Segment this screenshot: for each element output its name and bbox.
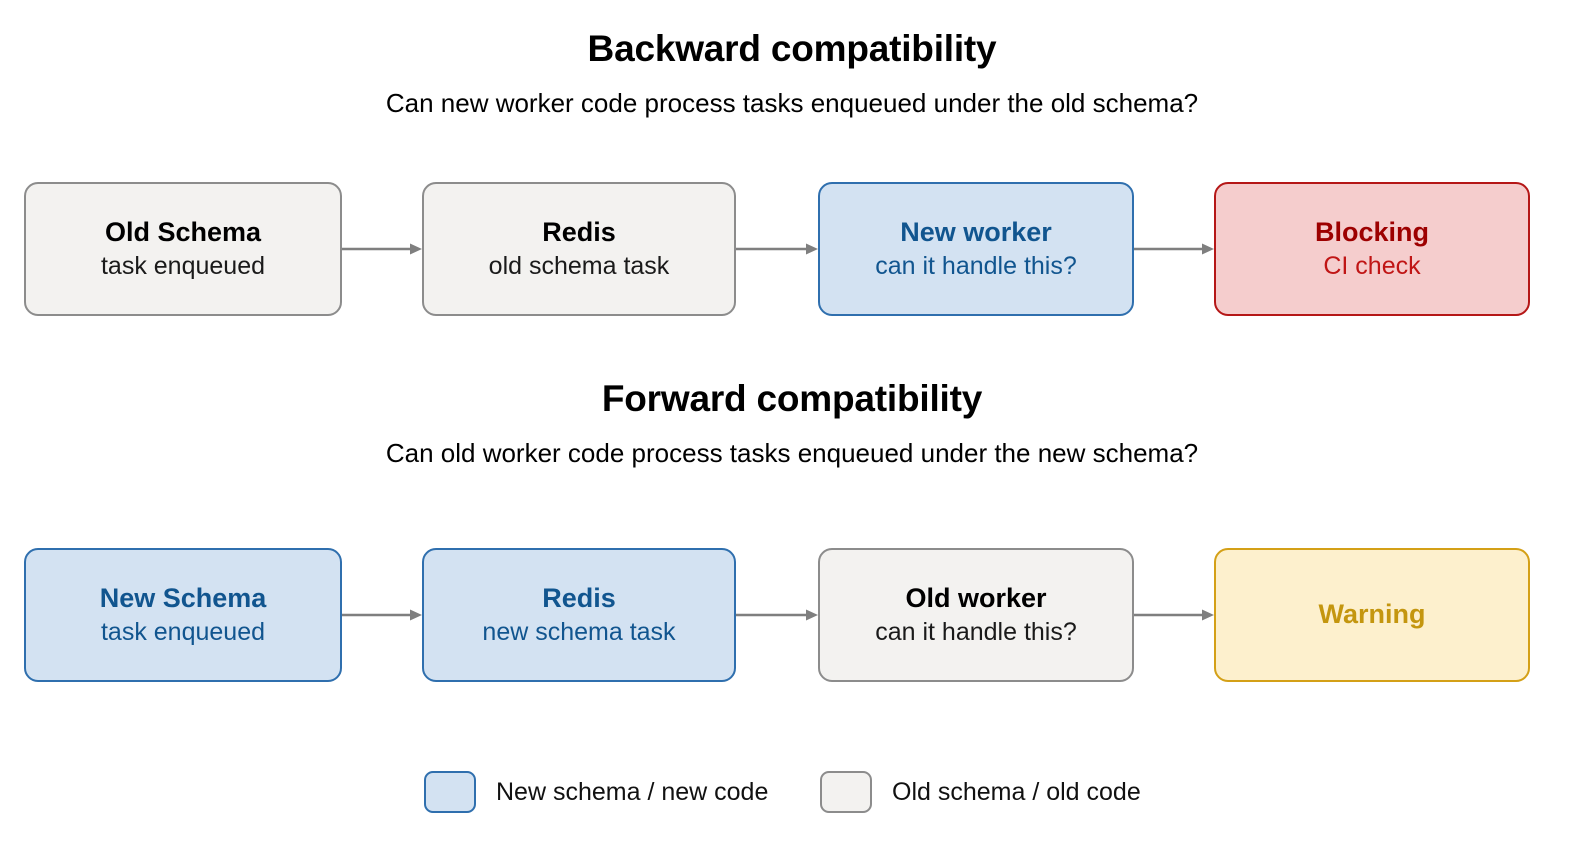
section-subtitle-backward: Can new worker code process tasks enqueu… [385,88,1199,118]
legend-swatch-blue [424,771,476,813]
section-subtitle-forward: Can old worker code process tasks enqueu… [385,438,1199,468]
node-title: Blocking [1314,216,1429,247]
legend-swatch-gray [820,771,872,813]
legend-label: New schema / new code [496,777,769,806]
node-title: New worker [900,216,1052,247]
node-warning[interactable]: Warning [1214,548,1530,682]
flow-row-forward: New Schema task enqueued Redis new schem… [0,548,1584,684]
node-title: Warning [1318,599,1426,630]
arrow-right-icon [1134,608,1214,622]
node-title: New Schema [99,582,267,613]
section-title-backward: Backward compatibility [587,28,997,69]
legend-item-old-schema: Old schema / old code [820,764,1141,820]
node-subtitle: new schema task [482,618,676,647]
node-subtitle: task enqueued [100,618,266,647]
node-subtitle: task enqueued [100,252,266,281]
arrow-right-icon [1134,242,1214,256]
arrow-right-icon [342,608,422,622]
arrow-right-icon [736,242,818,256]
node-redis-new[interactable]: Redis new schema task [422,548,736,682]
node-new-schema[interactable]: New Schema task enqueued [24,548,342,682]
node-old-schema[interactable]: Old Schema task enqueued [24,182,342,316]
node-title: Old worker [905,582,1047,613]
node-title: Redis [542,582,616,613]
node-title: Redis [542,216,616,247]
flow-row-backward: Old Schema task enqueued Redis old schem… [0,182,1584,318]
node-title: Old Schema [104,216,262,247]
legend-item-new-schema: New schema / new code [424,764,768,820]
legend: New schema / new code Old schema / old c… [0,764,1584,824]
node-subtitle: CI check [1323,252,1421,281]
arrow-right-icon [736,608,818,622]
arrow-right-icon [342,242,422,256]
legend-label: Old schema / old code [892,777,1141,806]
node-blocking-ci-check[interactable]: Blocking CI check [1214,182,1530,316]
node-subtitle: can it handle this? [875,252,1077,281]
node-subtitle: can it handle this? [875,618,1077,647]
node-subtitle: old schema task [488,252,670,281]
section-title-forward: Forward compatibility [601,378,983,419]
node-redis-old[interactable]: Redis old schema task [422,182,736,316]
node-old-worker[interactable]: Old worker can it handle this? [818,548,1134,682]
node-new-worker[interactable]: New worker can it handle this? [818,182,1134,316]
